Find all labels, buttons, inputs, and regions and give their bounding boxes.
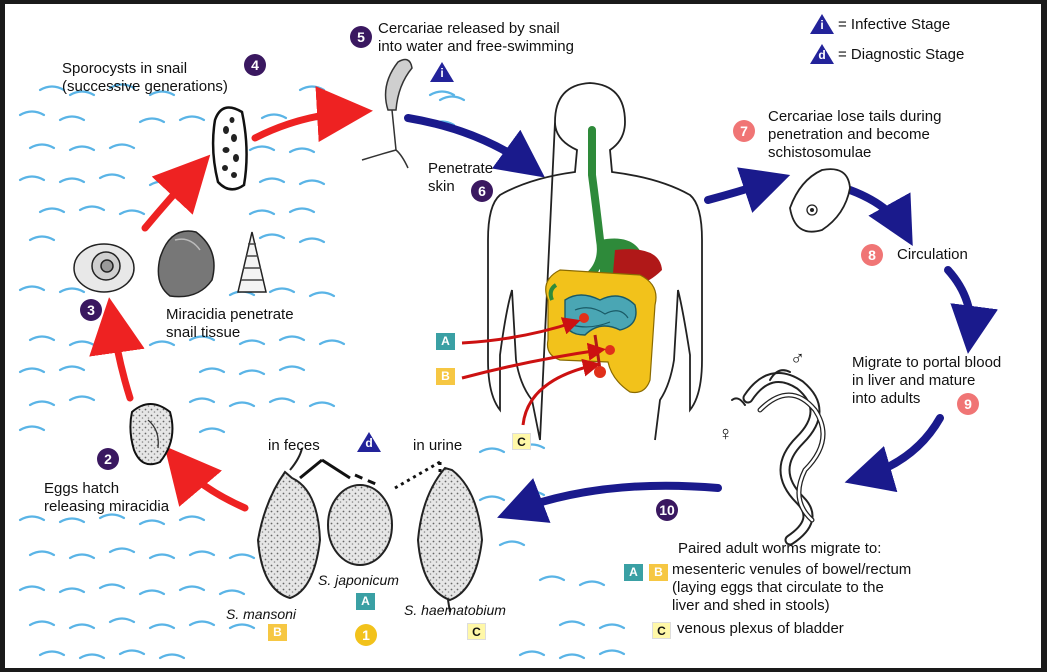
letter-c-haematobium: C — [467, 623, 486, 640]
step-6-badge: 6 — [471, 180, 493, 202]
step-9-label: Migrate to portal blood in liver and mat… — [852, 354, 1001, 408]
step-5-label: Cercariae released by snail into water a… — [378, 20, 574, 56]
step-8-badge: 8 — [861, 244, 883, 266]
step-2-badge: 2 — [97, 448, 119, 470]
step-10-c-text: venous plexus of bladder — [677, 620, 844, 638]
step-10-title: Paired adult worms migrate to: — [678, 540, 881, 558]
letter-c-step10: C — [652, 622, 671, 639]
species-mansoni-label: S. mansoni — [226, 605, 296, 623]
in-feces-label: in feces — [268, 437, 320, 455]
letter-b-body: B — [436, 368, 455, 385]
step-4-badge: 4 — [244, 54, 266, 76]
letter-a-step10: A — [624, 564, 643, 581]
diagnostic-marker-letter: d — [357, 436, 381, 450]
step-3-badge: 3 — [80, 299, 102, 321]
legend-infective-letter: i — [810, 18, 834, 32]
step-9-badge: 9 — [957, 393, 979, 415]
male-symbol: ♂ — [790, 350, 805, 368]
step-4-label: Sporocysts in snail (successive generati… — [62, 60, 228, 96]
legend-infective-label: = Infective Stage — [838, 16, 950, 34]
step-8-label: Circulation — [897, 246, 968, 264]
legend-diagnostic-letter: d — [810, 48, 834, 62]
step-10-badge: 10 — [656, 499, 678, 521]
species-haematobium-label: S. haematobium — [404, 601, 506, 619]
step-10-ab-text: mesenteric venules of bowel/rectum (layi… — [672, 561, 911, 615]
letter-a-body: A — [436, 333, 455, 350]
in-urine-label: in urine — [413, 437, 462, 455]
step-5-badge: 5 — [350, 26, 372, 48]
letter-c-body: C — [512, 433, 531, 450]
step-2-label: Eggs hatch releasing miracidia — [44, 480, 169, 516]
female-symbol: ♀ — [718, 425, 733, 443]
letter-b-step10: B — [649, 564, 668, 581]
step-7-label: Cercariae lose tails during penetration … — [768, 108, 941, 162]
step-7-badge: 7 — [733, 120, 755, 142]
letter-b-mansoni: B — [268, 624, 287, 641]
species-japonicum-label: S. japonicum — [318, 571, 399, 589]
legend-diagnostic-label: = Diagnostic Stage — [838, 46, 964, 64]
letter-a-japonicum: A — [356, 593, 375, 610]
step-3-label: Miracidia penetrate snail tissue — [166, 306, 294, 342]
infective-marker-letter: i — [430, 66, 454, 80]
step-1-badge: 1 — [355, 624, 377, 646]
